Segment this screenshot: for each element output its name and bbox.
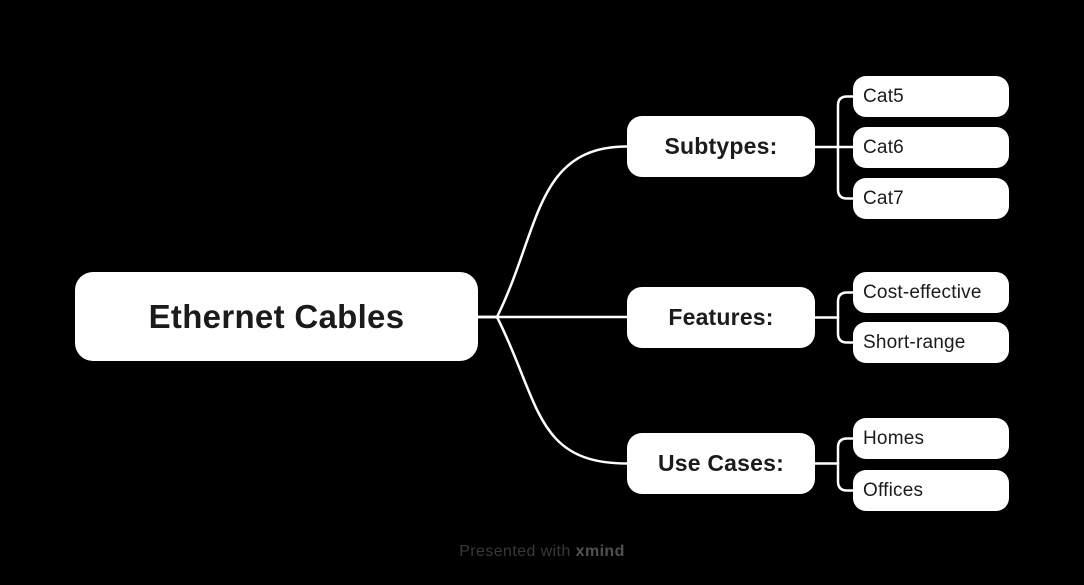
node-homes[interactable]: Homes [853, 418, 1009, 459]
node-cat6[interactable]: Cat6 [853, 127, 1009, 168]
connector-use-cases-rail [836, 437, 855, 492]
node-subtypes-label: Subtypes: [664, 133, 778, 159]
watermark-prefix: Presented with [459, 543, 571, 560]
watermark-brand: xmind [575, 543, 625, 560]
connector-root-to-subtypes [476, 145, 629, 319]
node-features-label: Features: [668, 304, 774, 330]
connector-root-to-use-cases [476, 315, 629, 465]
node-use-cases-label: Use Cases: [657, 450, 785, 476]
node-cost-effective-label: Cost-effective [863, 281, 982, 303]
node-short-range-label: Short-range [863, 331, 966, 353]
node-cat5-label: Cat5 [863, 85, 904, 107]
connector-features-rail [836, 291, 855, 344]
node-cat7[interactable]: Cat7 [853, 178, 1009, 219]
node-cat6-label: Cat6 [863, 136, 904, 158]
connector-subtypes-rail [836, 95, 855, 200]
node-cat7-label: Cat7 [863, 187, 904, 209]
node-cat5[interactable]: Cat5 [853, 76, 1009, 117]
node-features[interactable]: Features: [627, 287, 815, 348]
node-use-cases[interactable]: Use Cases: [627, 433, 815, 494]
node-ethernet-cables-label: Ethernet Cables [148, 297, 405, 335]
node-offices[interactable]: Offices [853, 470, 1009, 511]
node-offices-label: Offices [863, 479, 924, 501]
node-short-range[interactable]: Short-range [853, 322, 1009, 363]
node-cost-effective[interactable]: Cost-effective [853, 272, 1009, 313]
node-subtypes[interactable]: Subtypes: [627, 116, 815, 177]
node-homes-label: Homes [863, 427, 925, 449]
node-ethernet-cables[interactable]: Ethernet Cables [75, 272, 478, 361]
